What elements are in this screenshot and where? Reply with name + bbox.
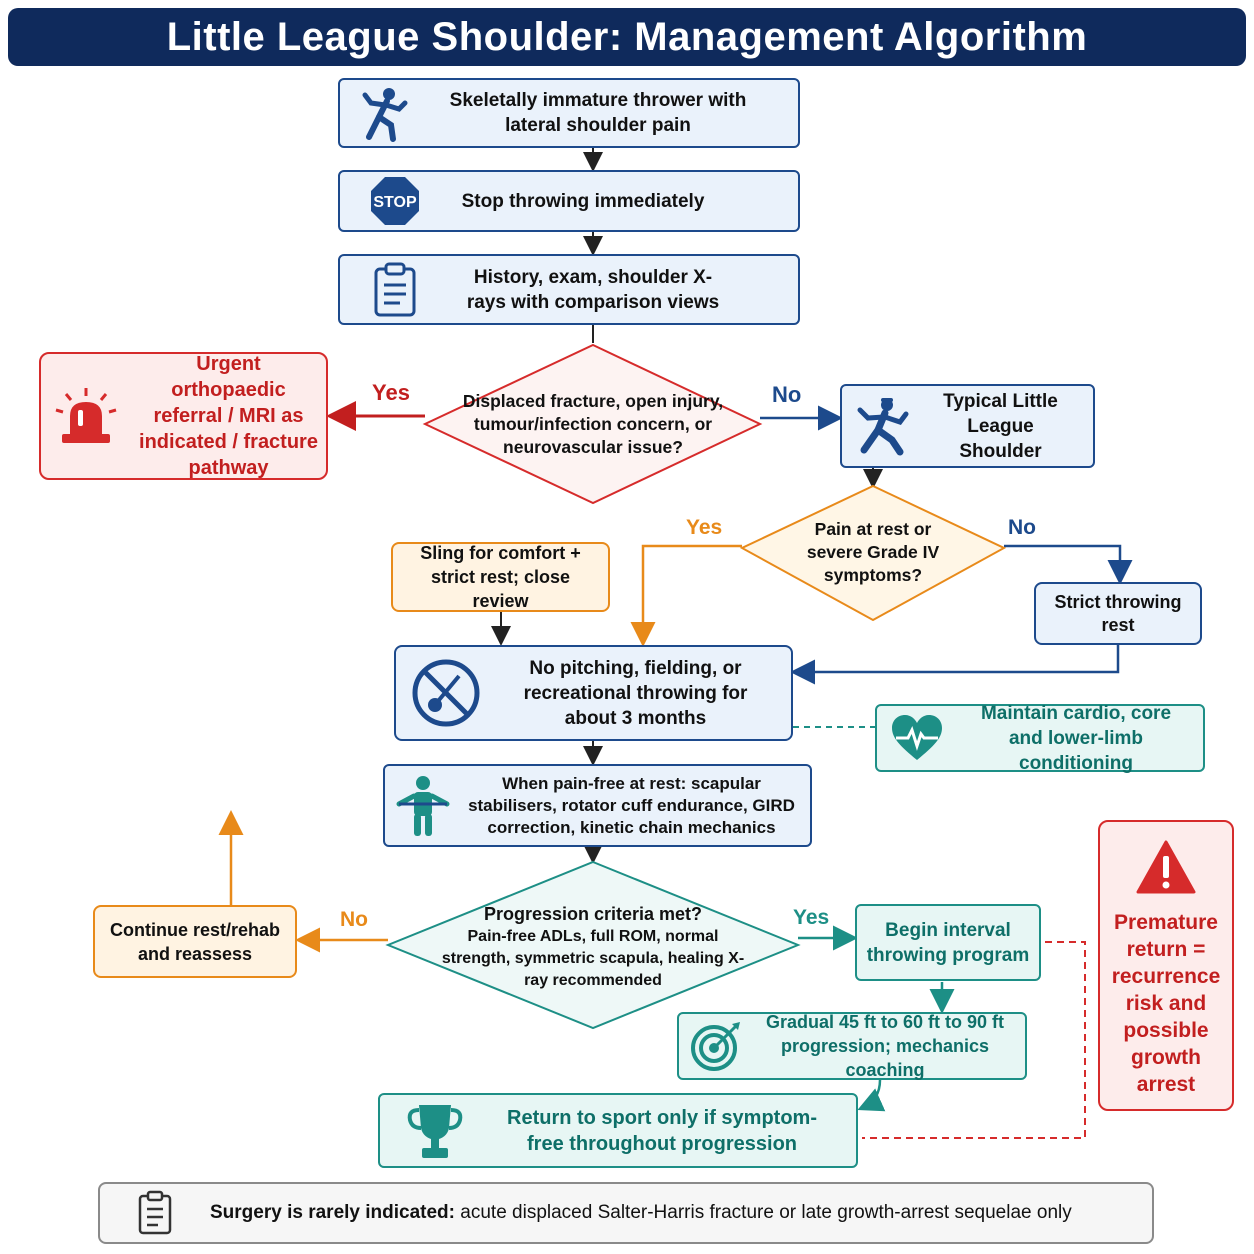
decision3-criteria: Pain-free ADLs, full ROM, normal strengt… — [441, 928, 745, 989]
pitcher-icon — [842, 396, 924, 456]
urgent-box: Urgent orthopaedic referral / MRI as ind… — [39, 352, 328, 480]
sling-box: Sling for comfort + strict rest; close r… — [391, 542, 610, 612]
start-text: Skeletally immature thrower with lateral… — [449, 90, 747, 136]
strict-rest-text: Strict throwing rest — [1054, 591, 1182, 635]
decision1-label: Displaced fracture, open injury, tumour/… — [462, 390, 724, 457]
gradual-text: Gradual 45 ft to 60 ft to 90 ft progress… — [765, 1012, 1005, 1080]
continue-text: Continue rest/rehab and reassess — [109, 919, 281, 964]
page-title: Little League Shoulder: Management Algor… — [166, 14, 1088, 59]
decision2-label: Pain at rest or severe Grade IV symptoms… — [806, 518, 940, 585]
decision3-text: Progression criteria met? Pain-free ADLs… — [440, 898, 746, 996]
decision3-title: Progression criteria met? — [483, 904, 703, 924]
continue-box: Continue rest/rehab and reassess — [93, 905, 297, 978]
edge-label-d1-yes: Yes — [372, 380, 410, 405]
title-bar: Little League Shoulder: Management Algor… — [8, 8, 1246, 66]
edge-label-d1-no: No — [772, 382, 802, 407]
return-text: Return to sport only if symptom-free thr… — [507, 1106, 817, 1155]
footer-clipboard-icon — [100, 1190, 210, 1235]
decision1-text: Displaced fracture, open injury, tumour/… — [458, 372, 728, 476]
urgent-text: Urgent orthopaedic referral / MRI as ind… — [139, 353, 318, 479]
interval-box: Begin interval throwing program — [855, 904, 1041, 981]
footer-text: Surgery is rarely indicated: acute displ… — [210, 1202, 1152, 1224]
clipboard-icon — [340, 262, 450, 317]
exercise-band-icon — [385, 774, 461, 838]
stop-text: Stop throwing immediately — [461, 190, 705, 212]
interval-text: Begin interval throwing program — [866, 919, 1030, 966]
edge-label-d3-no: No — [340, 908, 368, 931]
rehab-box: When pain-free at rest: scapular stabili… — [383, 764, 812, 847]
conditioning-text: Maintain cardio, core and lower-limb con… — [980, 702, 1172, 774]
main-flow-arrows — [218, 148, 1133, 1139]
decision3-diamond — [385, 860, 801, 1030]
stop-sign-icon: STOP — [340, 176, 450, 226]
no-throwing-icon — [396, 658, 496, 728]
footer-bold: Surgery is rarely indicated: — [210, 1202, 455, 1223]
thrower-icon — [340, 85, 430, 142]
warning-text: Premature return = recurrence risk and p… — [1111, 911, 1221, 1096]
edge-label-d2-no: No — [1008, 516, 1036, 539]
trophy-icon — [380, 1102, 490, 1160]
typical-box: Typical Little League Shoulder — [840, 384, 1095, 468]
sling-text: Sling for comfort + strict rest; close r… — [420, 543, 581, 611]
rehab-text: When pain-free at rest: scapular stabili… — [468, 773, 795, 837]
history-text: History, exam, shoulder X-rays with comp… — [466, 266, 720, 313]
stop-sign-label: STOP — [373, 194, 417, 211]
history-box: History, exam, shoulder X-rays with comp… — [338, 254, 800, 325]
warning-icon — [1136, 840, 1196, 899]
gradual-box: Gradual 45 ft to 60 ft to 90 ft progress… — [677, 1012, 1027, 1080]
decision1-diamond — [422, 343, 763, 505]
footer-rest: acute displaced Salter-Harris fracture o… — [455, 1202, 1072, 1223]
warning-box: Premature return = recurrence risk and p… — [1098, 820, 1234, 1111]
edge-label-d2-yes: Yes — [686, 516, 723, 539]
edge-label-d3-yes: Yes — [793, 906, 830, 929]
start-box: Skeletally immature thrower with lateral… — [338, 78, 800, 148]
heart-pulse-icon — [877, 714, 957, 762]
typical-text: Typical Little League Shoulder — [943, 390, 1058, 462]
strict-rest-box: Strict throwing rest — [1034, 582, 1202, 645]
decision2-text: Pain at rest or severe Grade IV symptoms… — [792, 515, 954, 589]
footer-bar: Surgery is rarely indicated: acute displ… — [98, 1182, 1154, 1244]
decision2-diamond — [739, 484, 1007, 622]
no-pitching-text: No pitching, fielding, or recreational t… — [523, 657, 748, 729]
target-icon — [679, 1020, 753, 1072]
return-box: Return to sport only if symptom-free thr… — [378, 1093, 858, 1168]
alarm-siren-icon — [41, 386, 131, 446]
no-pitching-box: No pitching, fielding, or recreational t… — [394, 645, 793, 741]
conditioning-box: Maintain cardio, core and lower-limb con… — [875, 703, 1205, 774]
stop-box: STOP Stop throwing immediately — [338, 170, 800, 232]
